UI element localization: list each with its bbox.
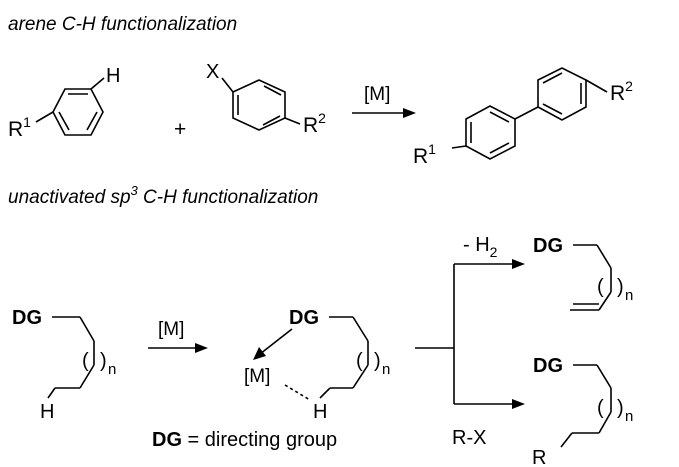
intermediate-metal-label: [M] <box>244 366 270 387</box>
aryl-halide-reactant: X R2 <box>206 61 326 137</box>
alkene-dg-label: DG <box>533 235 563 257</box>
alkylated-paren-open: ( <box>597 397 604 419</box>
intermediate-n-subscript: n <box>382 361 390 378</box>
metal-intermediate: DG H ( ) n [M] <box>244 307 390 423</box>
alkylated-dg-label: DG <box>533 355 563 377</box>
reactant2-x-atom: X <box>206 61 219 83</box>
alkylated-r-group: R <box>532 447 546 467</box>
substrate-h-atom: H <box>40 401 54 423</box>
alkene-paren-open: ( <box>597 276 604 298</box>
dehydrogenation-label: - H2 <box>463 234 498 260</box>
intermediate-h-atom: H <box>313 401 327 423</box>
alkene-product: DG ( ) n <box>533 235 633 311</box>
coordination-arrow: [M] <box>148 319 208 353</box>
substrate: DG H ( ) n <box>12 307 116 423</box>
reactant1-r-group: R1 <box>8 114 31 141</box>
biaryl-product: R1 R2 <box>413 67 633 168</box>
reactant1-h-atom: H <box>106 65 120 87</box>
coordination-catalyst-label: [M] <box>158 319 184 340</box>
arene-title: arene C-H functionalization <box>8 14 237 35</box>
arene-catalyst-label: [M] <box>364 84 390 105</box>
alkene-n-subscript: n <box>625 287 633 304</box>
substrate-paren-close: ) <box>100 350 107 372</box>
intermediate-paren-open: ( <box>356 350 363 372</box>
intermediate-paren-close: ) <box>374 350 381 372</box>
directing-group-legend: DG = directing group <box>152 429 337 451</box>
sp3-title: unactivated sp3 C-H functionalization <box>8 183 318 208</box>
substrate-n-subscript: n <box>108 361 116 378</box>
alkylated-paren-close: ) <box>617 397 624 419</box>
substrate-dg-label: DG <box>12 307 42 329</box>
plus-sign: + <box>174 118 186 141</box>
product-r1-group: R1 <box>413 141 436 168</box>
reactant2-r-group: R2 <box>303 110 326 137</box>
alkylation-reagent-label: R-X <box>452 427 486 449</box>
arene-reaction-arrow: [M] <box>352 84 416 118</box>
alkylated-n-subscript: n <box>625 408 633 425</box>
substrate-paren-open: ( <box>82 350 89 372</box>
product-r2-group: R2 <box>610 78 633 105</box>
arene-reactant-1: H R1 <box>8 65 120 141</box>
alkylated-product: DG R ( ) n <box>532 355 633 467</box>
branch-lines: - H2 R-X <box>415 234 525 449</box>
alkene-paren-close: ) <box>617 276 624 298</box>
intermediate-dg-label: DG <box>289 307 319 329</box>
